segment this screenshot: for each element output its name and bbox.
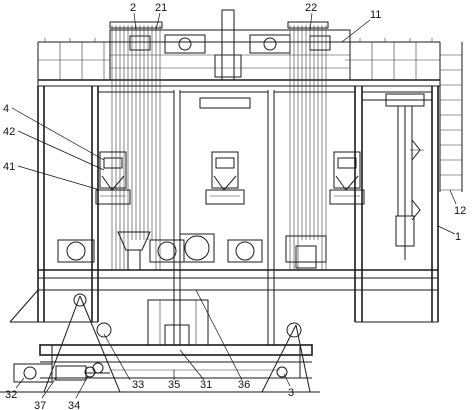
label-35: 35 bbox=[168, 379, 180, 391]
label-1: 1 bbox=[455, 231, 461, 243]
label-33: 33 bbox=[132, 379, 144, 391]
label-12: 12 bbox=[454, 205, 466, 217]
label-32: 32 bbox=[5, 389, 17, 401]
label-42: 42 bbox=[3, 126, 15, 138]
label-3: 3 bbox=[288, 387, 294, 399]
top-platform bbox=[37, 38, 440, 87]
label-4: 4 bbox=[3, 103, 9, 115]
ladder bbox=[439, 42, 463, 192]
label-31: 31 bbox=[200, 379, 212, 391]
label-34: 34 bbox=[68, 400, 80, 410]
rod-bundle-right bbox=[289, 25, 327, 270]
main-frame bbox=[9, 86, 439, 345]
conveyor-trolley bbox=[39, 299, 313, 379]
label-2: 2 bbox=[130, 2, 136, 14]
label-36: 36 bbox=[238, 379, 250, 391]
rod-bundle-left bbox=[111, 25, 161, 270]
label-37: 37 bbox=[34, 400, 46, 410]
callouts: 2 21 22 11 4 42 41 12 1 32 37 34 33 35 3… bbox=[3, 2, 466, 410]
label-22: 22 bbox=[305, 2, 317, 14]
support-legs bbox=[0, 293, 320, 393]
side-hoist bbox=[385, 93, 425, 260]
label-11: 11 bbox=[370, 9, 381, 21]
clamp-unit-left bbox=[95, 151, 131, 205]
label-21: 21 bbox=[155, 2, 167, 14]
rod-guides bbox=[109, 21, 329, 29]
clamp-unit-middle bbox=[199, 97, 251, 205]
label-41: 41 bbox=[3, 161, 15, 173]
screw-drive bbox=[13, 362, 110, 383]
clamp-unit-right bbox=[329, 151, 365, 205]
motors bbox=[57, 233, 327, 269]
hopper bbox=[117, 231, 151, 271]
